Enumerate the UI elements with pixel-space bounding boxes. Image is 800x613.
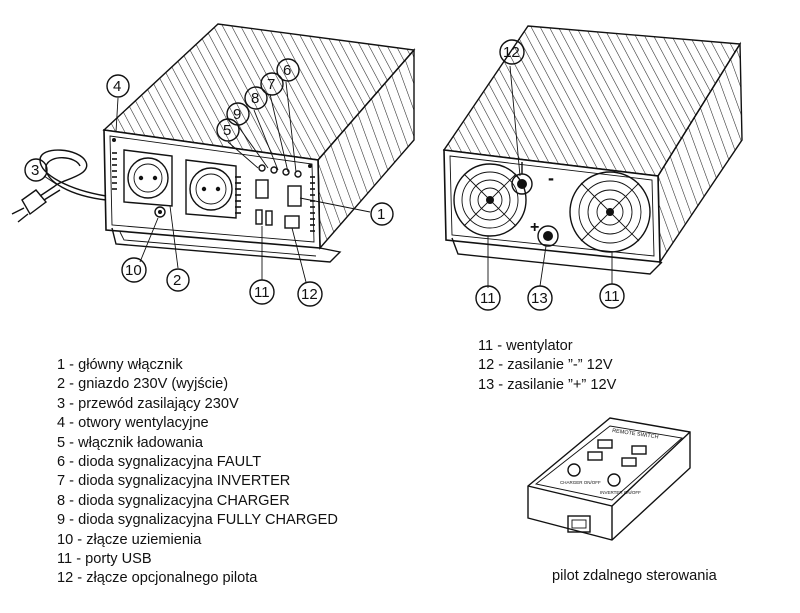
inverter-back-view xyxy=(442,25,743,275)
callout-group: 4 3 5 9 8 7 6 1 2 10 11 12 12 11 13 11 xyxy=(24,39,625,311)
fan-icon xyxy=(569,171,651,253)
callout-12: 12 xyxy=(301,286,318,303)
remote-caption: pilot zdalnego sterowania xyxy=(552,568,717,584)
callout-7: 7 xyxy=(267,76,275,93)
legend-item: 7 - dioda sygnalizacyjna INVERTER xyxy=(57,473,291,490)
remote-charger-label: CHARGER ON/OFF xyxy=(560,480,601,485)
legend-list-left: 1 - główny włącznik 2 - gniazdo 230V (wy… xyxy=(57,356,338,589)
callout-2: 2 xyxy=(173,272,181,289)
legend-list-right: 11 - wentylator 12 - zasilanie ”-” 12V 1… xyxy=(478,337,616,395)
callout-5: 5 xyxy=(223,122,231,139)
callout-3: 3 xyxy=(31,162,39,179)
legend-item: 11 - wentylator xyxy=(478,338,573,354)
usb-port-icon xyxy=(255,209,263,225)
legend-item: 11 - porty USB xyxy=(57,551,152,568)
callout-11-fan-left: 11 xyxy=(480,290,496,307)
led-icon xyxy=(294,170,302,178)
legend-item: 10 - złącze uziemienia xyxy=(57,531,202,548)
callout-4: 4 xyxy=(113,78,121,95)
ground-screw-icon xyxy=(154,206,166,218)
legend-item: 4 - otwory wentylacyjne xyxy=(57,415,209,432)
callout-6: 6 xyxy=(283,62,291,79)
callout-10: 10 xyxy=(125,262,142,279)
callout-8: 8 xyxy=(251,90,259,107)
led-icon xyxy=(270,166,278,174)
positive-sign: + xyxy=(530,219,539,236)
legend-item: 13 - zasilanie ”+” 12V xyxy=(478,376,617,393)
callout-13: 13 xyxy=(531,290,548,307)
inverter-front-view xyxy=(102,23,416,263)
negative-terminal-icon xyxy=(511,162,533,195)
socket-icon xyxy=(123,149,173,207)
callout-1: 1 xyxy=(377,206,385,223)
callout-12-back: 12 xyxy=(503,44,520,61)
fan-icon xyxy=(453,163,527,237)
legend-item: 1 - główny włącznik xyxy=(57,357,183,373)
remote-control xyxy=(527,417,691,541)
led-icon xyxy=(258,164,266,172)
legend-item: 8 - dioda sygnalizacyjna CHARGER xyxy=(57,492,290,509)
power-cable-icon xyxy=(11,149,107,223)
legend-item: 2 - gniazdo 230V (wyjście) xyxy=(57,376,229,393)
legend-item: 12 - złącze opcjonalnego pilota xyxy=(57,570,258,587)
main-switch-icon xyxy=(287,185,302,207)
legend-item: 6 - dioda sygnalizacyjna FAULT xyxy=(57,454,262,471)
legend-item: 9 - dioda sygnalizacyjna FULLY CHARGED xyxy=(57,512,338,529)
positive-terminal-icon xyxy=(537,225,559,247)
led-icon xyxy=(282,168,290,176)
usb-port-icon xyxy=(265,210,273,226)
legend-item: 5 - włącznik ładowania xyxy=(57,434,204,451)
callout-11: 11 xyxy=(254,284,270,301)
remote-inverter-label: INVERTER ON/OFF xyxy=(600,490,641,495)
legend-item: 3 - przewód zasilający 230V xyxy=(57,395,239,412)
negative-sign: - xyxy=(548,168,554,188)
rj45-port-icon xyxy=(567,515,591,533)
callout-9: 9 xyxy=(233,106,241,123)
socket-icon xyxy=(185,159,237,219)
legend-item: 12 - zasilanie ”-” 12V xyxy=(478,357,613,374)
callout-11-fan-right: 11 xyxy=(604,288,620,305)
charge-switch-icon xyxy=(255,179,269,199)
